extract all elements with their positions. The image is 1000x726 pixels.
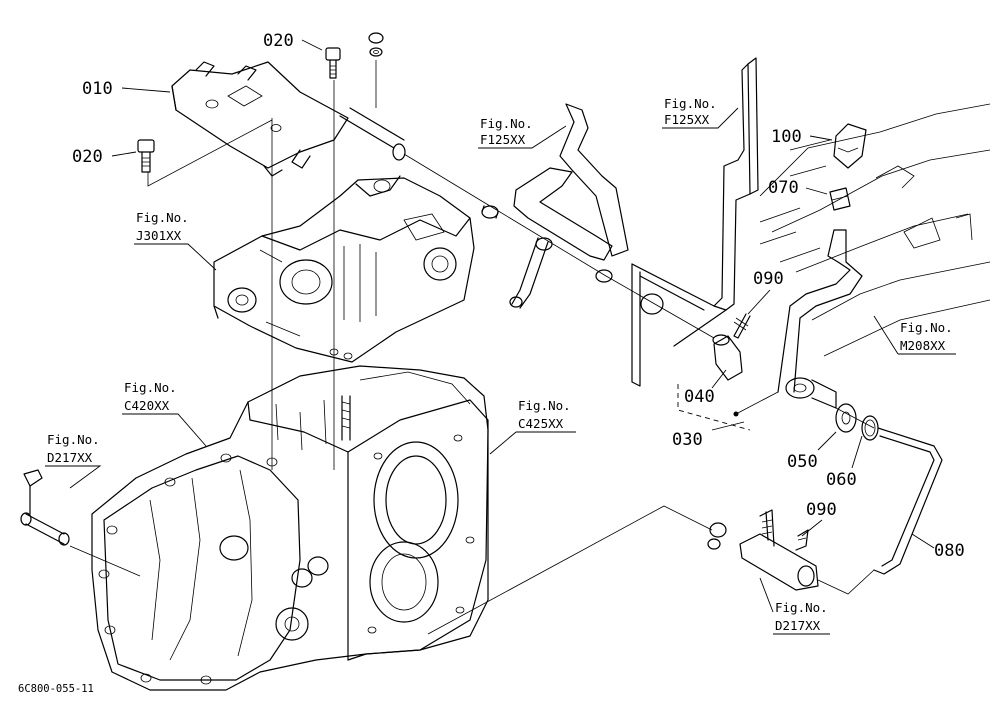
leader-040 (711, 369, 727, 389)
leader-090-lower (801, 519, 823, 537)
leader-070 (805, 187, 828, 195)
leader-060 (851, 435, 863, 469)
part-label-040: 040 (684, 387, 715, 407)
leader-090-upper (747, 289, 771, 315)
figref-c425: Fig.No. C425XX (489, 398, 576, 455)
svg-text:Fig.No.: Fig.No. (47, 432, 100, 447)
part-label-060: 060 (826, 470, 857, 490)
part-label-020-top: 020 (263, 31, 294, 51)
part-label-100: 100 (771, 127, 802, 147)
drawing-number: 6C800-055-11 (18, 683, 94, 695)
svg-text:Fig.No.: Fig.No. (664, 96, 717, 111)
pivot-bushing-040 (712, 334, 743, 381)
assembly-line-rod (817, 569, 875, 595)
leader-020-top (301, 39, 323, 51)
assembly-line-lever (835, 407, 875, 429)
assembly-line-main (403, 153, 715, 339)
shift-arm-f125-left (509, 103, 629, 309)
link-rod-left (20, 469, 141, 577)
lower-linkage-d217 (707, 509, 819, 591)
shift-lever-030 (677, 229, 863, 431)
adapter-070 (829, 187, 851, 211)
svg-text:Fig.No.: Fig.No. (480, 116, 533, 131)
part-label-050: 050 (787, 452, 818, 472)
leader-080 (911, 533, 935, 549)
figref-c420: Fig.No. C420XX (122, 380, 207, 447)
assembly-line-d (147, 119, 273, 187)
dash-panel-m208 (759, 103, 991, 357)
knob-100 (833, 123, 867, 169)
pin-090-upper (733, 313, 751, 339)
bolt-020-top (325, 47, 341, 79)
svg-text:Fig.No.: Fig.No. (775, 600, 828, 615)
leader-010 (121, 87, 171, 93)
part-label-020-left: 020 (72, 147, 103, 167)
leader-030 (711, 421, 745, 431)
svg-text:F125XX: F125XX (664, 112, 710, 127)
svg-text:Fig.No.: Fig.No. (136, 210, 189, 225)
nut-washer-top (368, 32, 384, 57)
bolt-020-left (137, 139, 155, 173)
figref-d217-left: Fig.No. D217XX (45, 432, 102, 489)
snap-ring-060 (861, 415, 879, 441)
shift-shaft (339, 107, 406, 161)
figref-m208: Fig.No. M208XX (873, 315, 956, 355)
shift-arm-f125-right (631, 57, 759, 387)
part-label-030: 030 (672, 430, 703, 450)
svg-text:D217XX: D217XX (775, 618, 821, 633)
upper-housing-j301 (213, 175, 475, 363)
assembly-line-lower (427, 505, 713, 635)
svg-text:J301XX: J301XX (136, 228, 182, 243)
svg-text:D217XX: D217XX (47, 450, 93, 465)
part-label-070: 070 (768, 178, 799, 198)
pin-090-lower (795, 529, 809, 551)
washer-050 (835, 403, 857, 433)
figref-f125-right: Fig.No. F125XX (662, 96, 739, 129)
svg-text:F125XX: F125XX (480, 132, 526, 147)
figref-j301: Fig.No. J301XX (134, 210, 217, 271)
svg-text:C425XX: C425XX (518, 416, 564, 431)
leader-050 (817, 431, 837, 451)
detent-spring (341, 395, 351, 441)
figref-d217-right: Fig.No. D217XX (759, 577, 830, 635)
svg-text:Fig.No.: Fig.No. (900, 320, 953, 335)
transmission-case-c420 (91, 365, 489, 691)
leader-020-left (111, 151, 137, 157)
part-label-010: 010 (82, 79, 113, 99)
svg-text:Fig.No.: Fig.No. (124, 380, 177, 395)
svg-text:M208XX: M208XX (900, 338, 946, 353)
part-label-090-lower: 090 (806, 500, 837, 520)
svg-text:C420XX: C420XX (124, 398, 170, 413)
svg-text:Fig.No.: Fig.No. (518, 398, 571, 413)
rear-case-c425 (347, 399, 489, 661)
leader-100 (809, 135, 833, 141)
part-label-080: 080 (934, 541, 965, 561)
figref-f125-left: Fig.No. F125XX (478, 116, 567, 149)
part-label-090-upper: 090 (753, 269, 784, 289)
rod-080 (873, 427, 943, 575)
